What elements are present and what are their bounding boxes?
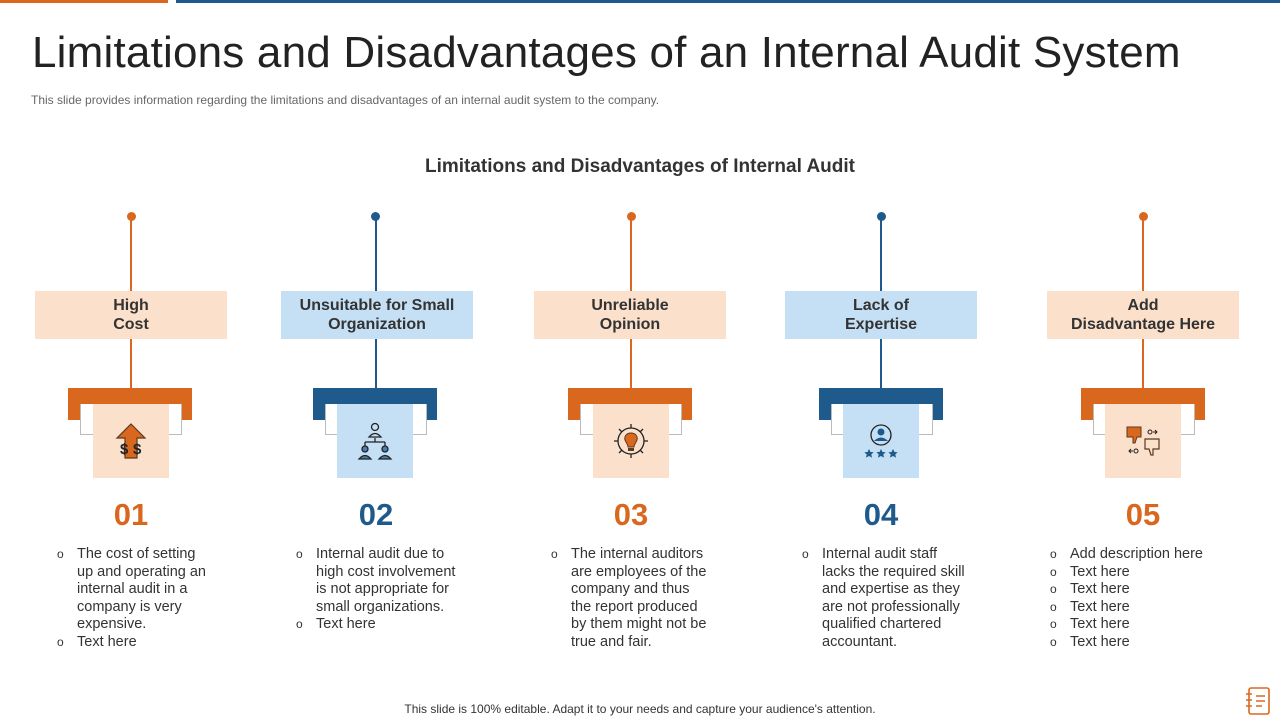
item-bullets: Internal audit due to high cost involvem… [296,546,456,634]
bullet-item: Text here [1050,599,1240,617]
dollar-up-arrow-icon: $ $ [93,404,169,478]
connector-line [130,220,132,291]
footer-note: This slide is 100% editable. Adapt it to… [404,702,876,716]
item-bullets: Internal audit staff lacks the required … [802,546,972,652]
item-bullets: The internal auditors are employees of t… [551,546,711,652]
gear-bulb-icon [593,404,669,478]
bullet-item: Text here [1050,564,1240,582]
connector-line [630,220,632,291]
top-accent-orange [0,0,168,3]
connector-dot [877,212,886,221]
bullet-item: Add description here [1050,546,1240,564]
item-bullets: Add description here Text here Text here… [1050,546,1240,652]
org-chart-icon [337,404,413,478]
connector-dot [1139,212,1148,221]
slide-title: Limitations and Disadvantages of an Inte… [32,28,1181,77]
bullet-item: The cost of setting up and operating an … [57,546,207,634]
connector-line [630,339,632,391]
slide-subtitle: This slide provides information regardin… [31,93,660,107]
svg-text:$: $ [133,441,142,458]
item-number: 03 [613,497,649,532]
bullet-item: Text here [1050,581,1240,599]
bullet-item: The internal auditors are employees of t… [551,546,711,652]
bullet-item: Text here [57,634,207,652]
user-stars-icon [843,404,919,478]
connector-line [880,220,882,291]
connector-line [1142,339,1144,391]
bullet-item: Text here [296,616,456,634]
item-bullets: The cost of setting up and operating an … [57,546,207,652]
connector-line [880,339,882,391]
top-accent-blue [176,0,1280,3]
connector-line [1142,220,1144,291]
connector-dot [127,212,136,221]
item-number: 01 [113,497,149,532]
notebook-icon [1244,686,1272,716]
item-number: 02 [358,497,394,532]
item-number: 05 [1125,497,1161,532]
bullet-item: Text here [1050,634,1240,652]
thumbs-down-icon [1105,404,1181,478]
bullet-item: Internal audit staff lacks the required … [802,546,972,652]
connector-line [375,339,377,391]
connector-dot [371,212,380,221]
section-title: Limitations and Disadvantages of Interna… [424,156,855,177]
connector-dot [627,212,636,221]
bullet-item: Internal audit due to high cost involvem… [296,546,456,616]
connector-line [130,339,132,391]
connector-line [375,220,377,291]
bullet-item: Text here [1050,616,1240,634]
item-number: 04 [863,497,899,532]
svg-text:$: $ [120,441,129,458]
